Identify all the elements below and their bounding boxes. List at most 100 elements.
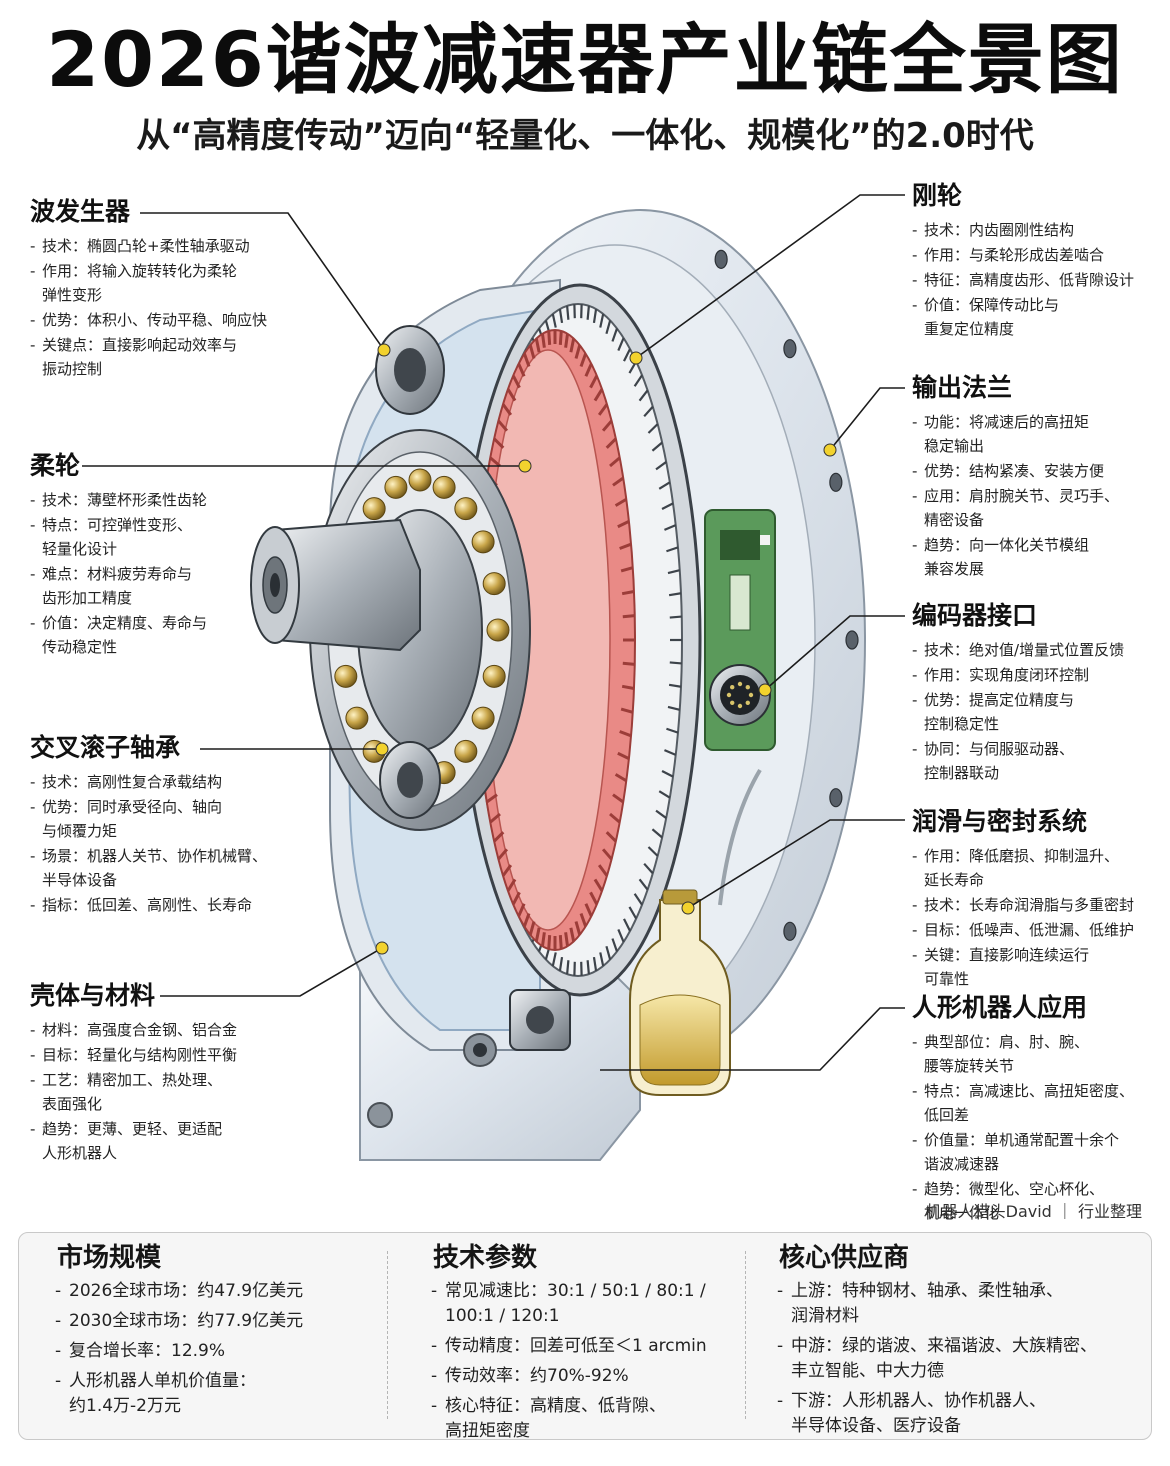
flange-hole	[783, 339, 797, 359]
callout-title: 交叉滚子轴承	[30, 733, 181, 762]
flange-hole	[829, 788, 843, 808]
flexspline-tooth	[522, 912, 531, 927]
flexspline-tooth	[506, 878, 517, 892]
summary-title: 核心供应商	[779, 1243, 910, 1273]
marker-encoder	[758, 683, 772, 697]
flange-hole	[845, 630, 859, 650]
rigid-tooth	[599, 952, 605, 967]
rigid-tooth	[617, 337, 625, 352]
rigid-tooth	[658, 481, 671, 490]
rigid-tooth	[617, 928, 625, 943]
rigid-tooth	[599, 313, 605, 328]
callout-item: 技术：薄壁杯形柔性齿轮	[30, 488, 300, 512]
rigid-tooth	[666, 546, 679, 553]
bearing-ball	[432, 475, 456, 499]
rigid-tooth	[611, 328, 618, 342]
callout-title: 编码器接口	[912, 601, 1038, 630]
rigid-tooth	[566, 305, 570, 320]
flexspline-tooth	[621, 590, 635, 596]
callout-circular-spline: 刚轮 技术：内齿圈刚性结构 作用：与柔轮形成齿差啮合 特征：高精度齿形、低背隙设…	[912, 180, 1162, 342]
flexspline-tooth	[511, 891, 521, 906]
rigid-tooth	[643, 405, 654, 418]
flexspline-tooth	[621, 684, 635, 690]
flexspline-tooth	[612, 476, 625, 487]
rigid-tooth	[623, 348, 631, 362]
callout-item: 价值：保障传动比与 重复定位精度	[912, 293, 1162, 341]
flexspline-tooth	[614, 497, 628, 507]
callout-item: 关键：直接影响连续运行 可靠性	[912, 943, 1162, 991]
marker-circular-spline	[629, 351, 643, 365]
bearing-ball	[334, 664, 358, 688]
callout-item: 特点：高减速比、高扭矩密度、 低回差	[912, 1079, 1162, 1127]
flexspline-tooth	[497, 848, 509, 861]
marker-wave-generator	[377, 343, 391, 357]
summary-item: 常见减速比：30:1 / 50:1 / 80:1 / 100:1 / 120:1	[415, 1279, 745, 1329]
rigid-tooth	[658, 790, 671, 799]
callout-lubrication-sealing: 润滑与密封系统 作用：降低磨损、抑制温升、 延长寿命 技术：长寿命润滑脂与多重密…	[912, 806, 1162, 992]
summary-divider	[387, 1251, 388, 1419]
rigid-tooth	[586, 960, 590, 975]
summary-divider	[745, 1251, 746, 1419]
callout-item: 作用：实现角度闭环控制	[912, 663, 1162, 687]
rigid-tooth	[647, 423, 659, 434]
bearing-ball	[471, 530, 495, 554]
flexspline-tooth	[493, 831, 505, 843]
summary-tech-params: 技术参数 常见减速比：30:1 / 50:1 / 80:1 / 100:1 / …	[415, 1241, 745, 1441]
flexspline-tooth	[574, 921, 582, 936]
summary-panel: 市场规模 2026全球市场：约47.9亿美元 2030全球市场：约77.9亿美元…	[18, 1232, 1152, 1441]
flexspline-tooth	[619, 542, 632, 550]
flexspline-tooth	[589, 374, 599, 389]
flexspline-tooth	[617, 520, 630, 529]
callout-cross-roller-bearing: 交叉滚子轴承 技术：高刚性复合承载结构 优势：同时承受径向、轴向 与倾覆力矩 场…	[30, 732, 300, 918]
page-title: 2026谐波减速器产业链全景图	[46, 15, 1124, 104]
callout-title: 波发生器	[30, 197, 131, 226]
callout-item: 关键点：直接影响起动效率与 振动控制	[30, 333, 300, 381]
rigid-tooth	[551, 952, 557, 967]
rigid-tooth	[566, 960, 570, 975]
flexspline-tooth	[593, 878, 604, 892]
flexspline-tooth	[501, 864, 513, 877]
flexspline-tooth	[558, 330, 563, 346]
callout-title: 柔轮	[30, 451, 81, 480]
callout-title: 人形机器人应用	[912, 993, 1088, 1022]
flexspline-tooth	[497, 419, 509, 432]
callout-title: 壳体与材料	[30, 981, 156, 1010]
bearing-ball	[345, 706, 369, 730]
callout-item: 材料：高强度合金钢、铝合金	[30, 1018, 300, 1042]
callout-item: 技术：椭圆凸轮+柔性轴承驱动	[30, 234, 300, 258]
flexspline-tooth	[620, 707, 634, 714]
callout-title: 润滑与密封系统	[912, 807, 1088, 836]
rigid-tooth	[592, 956, 598, 972]
callout-flexspline: 柔轮 技术：薄壁杯形柔性齿轮 特点：可控弹性变形、 轻量化设计 难点：材料疲劳寿…	[30, 450, 300, 660]
rigid-tooth	[667, 569, 680, 575]
flexspline-tooth	[511, 374, 521, 389]
connector-pin	[730, 700, 735, 705]
callout-item: 目标：低噪声、低泄漏、低维护	[912, 918, 1162, 942]
flexspline-tooth	[534, 338, 541, 353]
callout-item: 优势：同时承受径向、轴向 与倾覆力矩	[30, 795, 300, 843]
callout-item: 功能：将减速后的高扭矩 稳定输出	[912, 410, 1162, 458]
flexspline-tooth	[612, 793, 625, 804]
flexspline-tooth	[534, 927, 541, 942]
rigid-tooth	[655, 809, 667, 819]
callout-item: 作用：降低磨损、抑制温升、 延长寿命	[912, 844, 1162, 892]
summary-item: 传动效率：约70%-92%	[415, 1364, 745, 1389]
callout-output-flange: 输出法兰 功能：将减速后的高扭矩 稳定输出 优势：结构紧凑、安装方便 应用：肩肘…	[912, 372, 1162, 582]
callout-item: 作用：将输入旋转转化为柔轮 弹性变形	[30, 259, 300, 307]
summary-item: 人形机器人单机价值量： 约1.4万-2万元	[39, 1369, 399, 1419]
bearing-ball	[482, 664, 506, 688]
flexspline-tooth	[619, 730, 632, 738]
encoder-pcb	[704, 509, 776, 751]
rigid-tooth	[633, 374, 643, 387]
bearing-ball	[486, 618, 510, 642]
summary-title: 市场规模	[57, 1243, 162, 1273]
marker-cross-roller-bearing	[375, 742, 389, 756]
summary-item: 下游：人形机器人、协作机器人、 半导体设备、医疗设备	[761, 1389, 1141, 1439]
flexspline-tooth	[485, 793, 498, 804]
flexspline-tooth	[501, 403, 513, 416]
flexspline-tooth	[564, 333, 570, 348]
rigid-tooth	[638, 389, 649, 402]
rigid-tooth	[661, 769, 674, 778]
cross-roller-bearing	[375, 325, 445, 819]
housing-bearing-small	[509, 989, 571, 1051]
